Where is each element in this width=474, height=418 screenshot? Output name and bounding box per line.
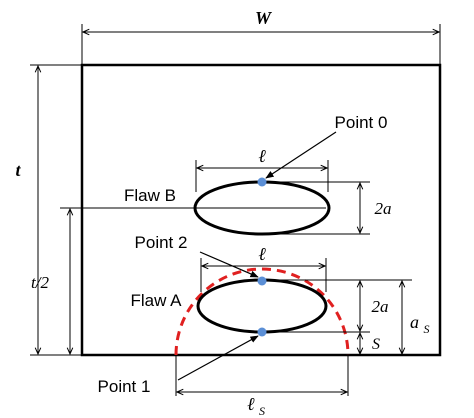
point2-marker [257,276,267,286]
as-label: a S [410,312,430,336]
flaw-a-length-label: ℓ [258,244,266,264]
point0-marker [257,177,267,187]
flaw-b-depth-label: 2a [375,199,392,218]
flaw-a-ellipse [196,278,328,334]
point1-marker [257,327,267,337]
point2-leader [199,251,259,278]
plate [80,63,442,357]
as-label-sub: S [424,322,430,336]
point0-label: Point 0 [335,113,388,132]
flaw-a-label: Flaw A [130,291,182,310]
flaw-a-depth-label: 2a [372,297,389,316]
ls-label: ℓ S [247,394,265,418]
thickness-label: t [15,160,21,180]
point1-label: Point 1 [98,377,151,396]
as-label-main: a [410,312,419,332]
width-label: W [255,8,273,28]
point2-label: Point 2 [135,233,188,252]
flaw-b-length-label: ℓ [258,146,266,166]
ls-label-main: ℓ [247,394,255,414]
half-thickness-label: t/2 [31,273,49,292]
flaw-b-label: Flaw B [124,186,176,205]
point1-leader [177,335,259,381]
s-label: S [372,336,380,353]
ls-label-sub: S [259,404,265,418]
point0-leader [265,131,337,179]
surface-circle-dashed [174,267,350,356]
